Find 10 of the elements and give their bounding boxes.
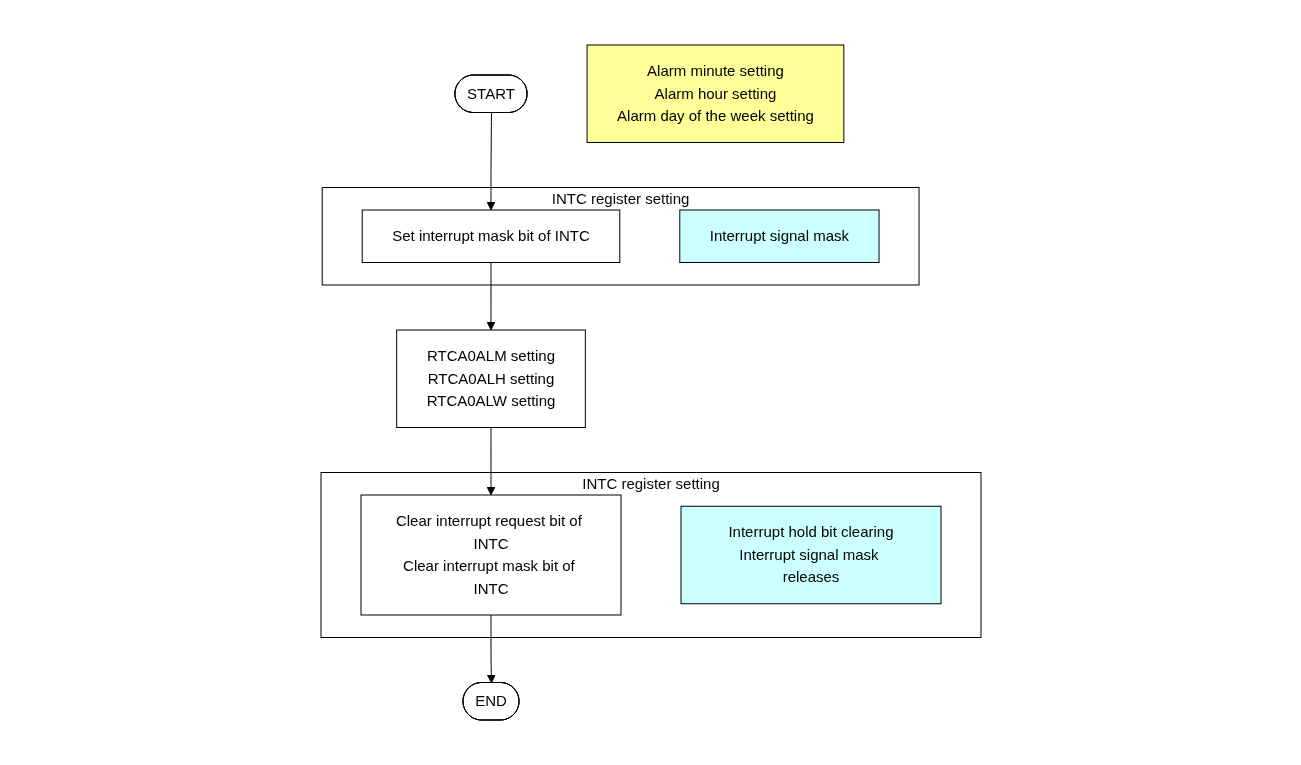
arrow (486, 262, 495, 331)
node-box: Interrupt signal mask (678, 209, 879, 263)
arrow (486, 427, 495, 496)
node-box: Alarm minute setting Alarm hour setting Alarm day of the week setting (586, 44, 844, 143)
node-box: Interrupt hold bit clearing Interrupt signal mask releases (680, 505, 941, 605)
arrow (486, 614, 496, 684)
node-box: Clear interrupt request bit of INTC Clear interrupt mask bit of INTC (360, 494, 621, 616)
node-box: RTCA0ALM setting RTCA0ALH setting RTCA0ALW setting (395, 329, 586, 428)
node-box: Set interrupt mask bit of INTC (361, 209, 620, 263)
arrow (486, 112, 495, 211)
